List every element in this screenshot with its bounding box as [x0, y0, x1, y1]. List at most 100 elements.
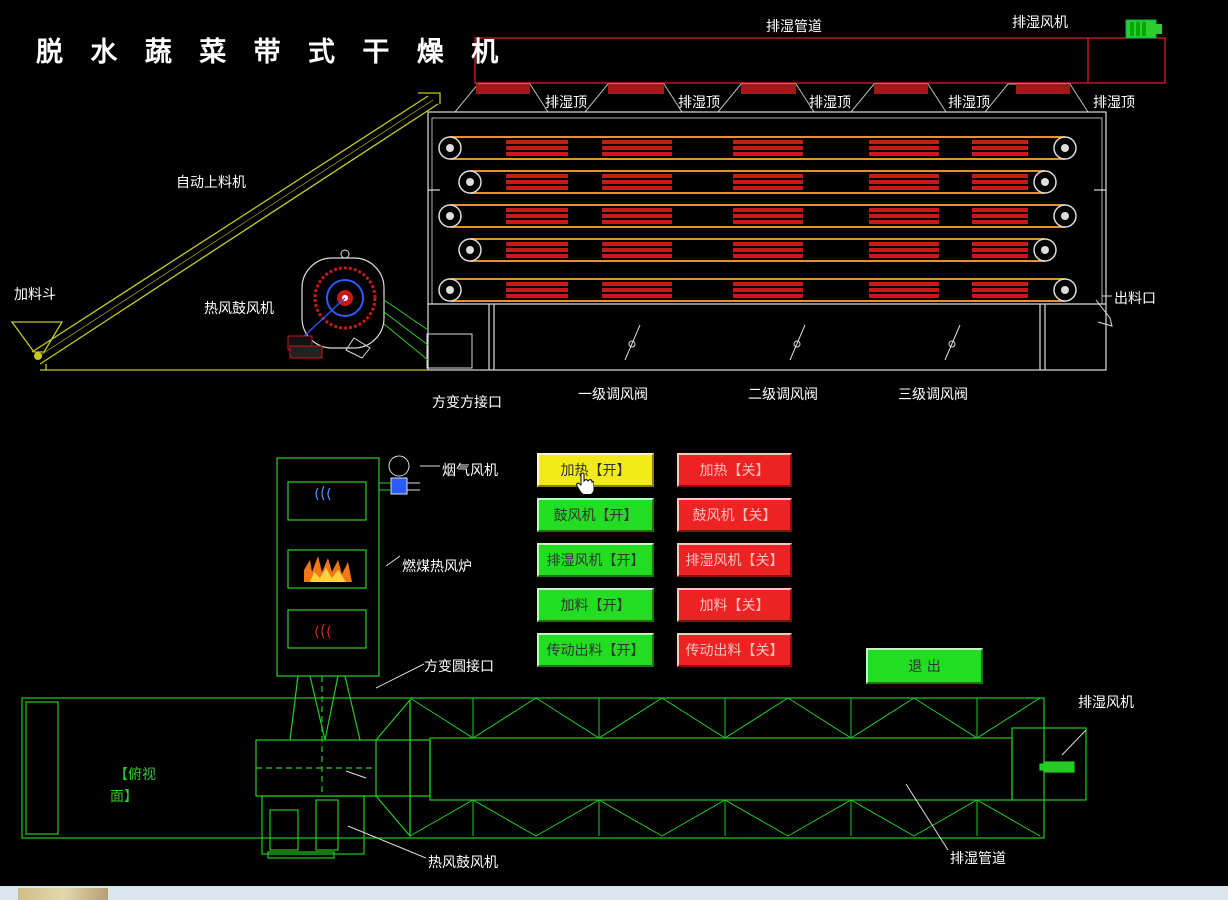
outlet-label: 出料口 [1114, 291, 1156, 307]
heater-bar [506, 248, 568, 252]
square-port-label: 方变方接口 [432, 395, 502, 411]
pulley-hub [466, 246, 474, 254]
heater-bar [869, 140, 939, 144]
heater-bar [602, 254, 672, 258]
heater-bar [506, 140, 568, 144]
heater-bar [733, 288, 803, 292]
heater-bar [506, 254, 568, 258]
exhaust-top-label-1: 排湿顶 [545, 95, 587, 111]
air-dampers [624, 324, 961, 361]
hand-cursor-icon [576, 472, 594, 494]
outlet-chute [1095, 299, 1113, 327]
exhaust-hoods [453, 83, 1089, 113]
exhaust-top-label-5: 排湿顶 [1093, 95, 1135, 111]
fire-icon [304, 556, 352, 582]
heater-bar [506, 242, 568, 246]
dryer-frame [427, 111, 1107, 371]
heater-bar [602, 220, 672, 224]
heater-bar [869, 146, 939, 150]
heater-bar [972, 282, 1028, 286]
heater-bar [602, 248, 672, 252]
hot-blower-bottom-label: 热风鼓风机 [428, 855, 498, 871]
heater-bar [506, 288, 568, 292]
pulley-hub [446, 212, 454, 220]
taskbar [0, 886, 1228, 900]
damper-3-label: 三级调风阀 [898, 387, 968, 403]
hot-blower-side-label: 热风鼓风机 [204, 301, 274, 317]
feed-on-button[interactable]: 加料【开】 [537, 588, 654, 622]
coal-furnace [276, 457, 380, 677]
exhaust-top-label-4: 排湿顶 [948, 95, 990, 111]
drive-off-button[interactable]: 传动出料【关】 [677, 633, 792, 667]
hopper-label: 加料斗 [14, 287, 56, 303]
heater-bar [972, 146, 1028, 150]
belt-pulleys [438, 136, 1077, 302]
pulley-hub [1061, 286, 1069, 294]
exhaust-fan-top-label: 排湿风机 [1012, 15, 1068, 31]
pulley-hub [446, 144, 454, 152]
heater-bar [972, 152, 1028, 156]
heater-bar [869, 186, 939, 190]
heater-bar [972, 242, 1028, 246]
heat-off-button[interactable]: 加热【关】 [677, 453, 792, 487]
heater-bar [733, 146, 803, 150]
heater-bar [733, 294, 803, 298]
heater-bar [869, 288, 939, 292]
heat-on-button[interactable]: 加热【开】 [537, 453, 654, 487]
heater-bar [506, 214, 568, 218]
square-round-port-label: 方变圆接口 [424, 659, 494, 675]
feed-off-button[interactable]: 加料【关】 [677, 588, 792, 622]
heater-bar [869, 180, 939, 184]
heater-bar [869, 152, 939, 156]
drive-on-button[interactable]: 传动出料【开】 [537, 633, 654, 667]
exit-button[interactable]: 退 出 [866, 648, 983, 684]
heater-bar [972, 174, 1028, 178]
heater-bar [602, 140, 672, 144]
exhaust-top-label-2: 排湿顶 [678, 95, 720, 111]
heater-bar [506, 282, 568, 286]
pulley-hub [1041, 246, 1049, 254]
pulley-hub [466, 178, 474, 186]
heater-bar [506, 208, 568, 212]
heater-bar [602, 288, 672, 292]
auto-feeder [31, 92, 441, 371]
heater-bar [733, 214, 803, 218]
heater-bar [733, 254, 803, 258]
heater-bar [602, 294, 672, 298]
top-view-layout [21, 675, 1087, 859]
heater-bar [972, 254, 1028, 258]
hot-blower-side-icon [287, 249, 429, 361]
pulley-hub [1041, 178, 1049, 186]
heater-bar [869, 282, 939, 286]
heater-bar [733, 152, 803, 156]
heater-bar [733, 282, 803, 286]
heater-bar [972, 214, 1028, 218]
heater-bar [869, 294, 939, 298]
heater-bar [602, 214, 672, 218]
exhaust-off-button[interactable]: 排湿风机【关】 [677, 543, 792, 577]
heater-bar [733, 186, 803, 190]
exhaust-duct-top-label: 排湿管道 [766, 19, 822, 35]
heater-bar [602, 180, 672, 184]
center-line [345, 770, 367, 779]
heater-bar [733, 180, 803, 184]
exhaust-top-label-3: 排湿顶 [809, 95, 851, 111]
exhaust-fan-top-icon [1125, 19, 1162, 39]
blower-off-button[interactable]: 鼓风机【关】 [677, 498, 792, 532]
blower-on-button[interactable]: 鼓风机【开】 [537, 498, 654, 532]
exhaust-on-button[interactable]: 排湿风机【开】 [537, 543, 654, 577]
heater-bar [733, 140, 803, 144]
exhaust-fan-bottom-label: 排湿风机 [1078, 695, 1134, 711]
hopper-icon [10, 321, 64, 360]
furnace-label: 燃煤热风炉 [402, 559, 472, 575]
heater-bar [602, 152, 672, 156]
heater-bar [506, 152, 568, 156]
smoke-fan-label: 烟气风机 [442, 463, 498, 479]
heater-bar [972, 186, 1028, 190]
conveyor-belts [450, 136, 1065, 302]
page-title: 脱 水 蔬 菜 带 式 干 燥 机 [36, 37, 508, 68]
pulley-hub [1061, 212, 1069, 220]
heater-bar [733, 242, 803, 246]
smoke-fan-icon [379, 455, 420, 495]
heater-bar [602, 282, 672, 286]
